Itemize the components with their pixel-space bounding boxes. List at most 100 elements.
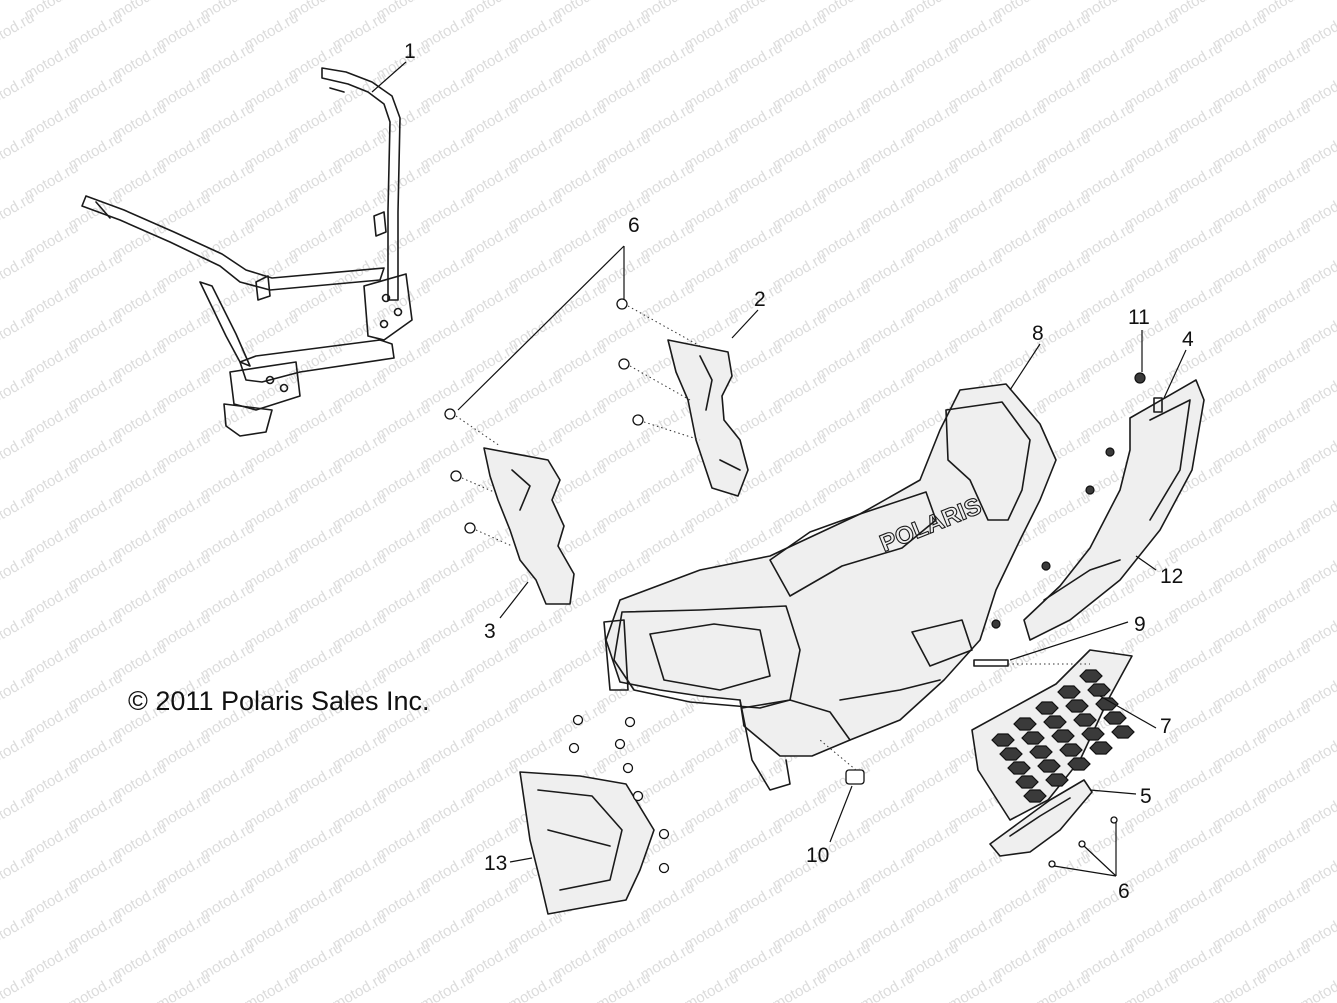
watermark-text: motod.ru — [0, 369, 37, 413]
callout-2: 2 — [754, 288, 766, 311]
grille-cell — [1081, 727, 1105, 741]
bolt-13f — [632, 790, 644, 802]
watermark-text: motod.ru — [154, 969, 214, 1003]
fasteners — [444, 298, 1163, 874]
watermark-text: motod.ru — [0, 669, 37, 713]
grille-cell — [999, 747, 1023, 761]
grille-cell — [1087, 683, 1111, 697]
grille-cell — [1021, 731, 1045, 745]
nut-a — [1105, 447, 1115, 457]
bolt-3a — [450, 470, 462, 482]
watermark-text: motod.ru — [0, 729, 37, 773]
grille-cell — [1037, 759, 1061, 773]
watermark-text: motod.ru — [0, 129, 37, 173]
grille-cell — [1043, 715, 1067, 729]
grille-cell — [1073, 713, 1097, 727]
callout-6-top: 6 — [628, 214, 640, 237]
nut-c — [1041, 561, 1051, 571]
bolt-9 — [973, 659, 1009, 667]
part-1-bumper-frame — [81, 67, 413, 437]
grille-cell — [1045, 773, 1069, 787]
watermark-text: motod.ru — [0, 309, 37, 353]
watermark-text: motod.ru — [770, 969, 830, 1003]
bolt-13g — [658, 828, 670, 840]
watermark-text: motod.ru — [858, 969, 918, 1003]
bolt-3b — [464, 522, 476, 534]
callout-9: 9 — [1134, 613, 1146, 636]
callout-3: 3 — [484, 620, 496, 643]
nut-b — [1085, 485, 1095, 495]
watermark-text: motod.ru — [0, 249, 37, 293]
watermark-text: motod.ru — [242, 969, 302, 1003]
watermark-text: motod.ru — [990, 999, 1050, 1003]
bolt-2b — [632, 414, 644, 426]
leader-lines — [371, 61, 1187, 877]
watermark-text: motod.ru — [1122, 969, 1182, 1003]
watermark-text: motod.ru — [330, 969, 390, 1003]
callout-4: 4 — [1182, 328, 1194, 351]
watermark-text: motod.ru — [462, 999, 522, 1003]
grille-cell — [1007, 761, 1031, 775]
grille-cell — [1051, 729, 1075, 743]
watermark-text: motod.ru — [1034, 969, 1094, 1003]
callout-10: 10 — [806, 844, 829, 867]
bolt-6 — [616, 298, 628, 310]
callout-7: 7 — [1160, 715, 1172, 738]
watermark-text: motod.ru — [550, 999, 610, 1003]
part-5-skid-plate — [989, 779, 1093, 857]
grille-cell — [1067, 757, 1091, 771]
part-13-lower-side-guard — [519, 771, 655, 915]
watermark-text: motod.ru — [506, 969, 566, 1003]
watermark-text: motod.ru — [0, 489, 37, 533]
screw-6a — [1110, 816, 1118, 824]
watermark-text: motod.ru — [110, 999, 170, 1003]
bolt-13e — [622, 762, 634, 774]
clip-4 — [1153, 397, 1163, 413]
nut-d — [991, 619, 1001, 629]
watermark-text: motod.ru — [726, 999, 786, 1003]
watermark-text: motod.ru — [0, 69, 37, 113]
watermark-text: motod.ru — [0, 849, 37, 893]
callout-labels: 1 2 3 4 5 6 6 7 8 9 10 11 12 13 — [404, 40, 1194, 903]
part-12-fender-panel — [1023, 379, 1205, 641]
callout-12: 12 — [1160, 565, 1183, 588]
grille-cell — [1029, 745, 1053, 759]
watermark-text: motod.ru — [198, 999, 258, 1003]
grille-cell — [1095, 697, 1119, 711]
part-3-guard-left — [483, 447, 575, 605]
watermark-text: motod.ru — [814, 999, 874, 1003]
watermark-text: motod.ru — [1298, 969, 1337, 1003]
watermark-text: motod.ru — [22, 999, 82, 1003]
watermark-text: motod.ru — [286, 999, 346, 1003]
watermark-text: motod.ru — [0, 789, 37, 833]
grille-cell — [1023, 789, 1047, 803]
watermark-text: motod.ru — [1210, 969, 1270, 1003]
grille-cell — [1065, 699, 1089, 713]
grille-cell — [1057, 685, 1081, 699]
grille-cell — [1015, 775, 1039, 789]
grille-cell — [1103, 711, 1127, 725]
grille-cell — [991, 733, 1015, 747]
callout-11: 11 — [1128, 306, 1150, 329]
screw-6c — [1048, 860, 1056, 868]
bolt-10 — [845, 769, 865, 785]
part-2-guard-right — [667, 339, 749, 497]
watermark-text: motod.ru — [1078, 999, 1138, 1003]
part-7-mesh-grille — [971, 649, 1135, 821]
watermark-text: motod.ru — [902, 999, 962, 1003]
watermark-text: motod.ru — [0, 9, 37, 53]
watermark-text: motod.ru — [0, 609, 37, 653]
callout-1: 1 — [404, 40, 416, 63]
grille-cell — [1013, 717, 1037, 731]
callout-13: 13 — [484, 852, 507, 875]
bolt-6-left — [444, 408, 456, 420]
bolt-13d — [614, 738, 626, 750]
screw-6b — [1078, 840, 1086, 848]
watermark-text: motod.ru — [1254, 999, 1314, 1003]
watermark-text: motod.ru — [594, 969, 654, 1003]
grille-mesh-cells — [991, 669, 1135, 803]
grille-cell — [1059, 743, 1083, 757]
grille-cell — [1079, 669, 1103, 683]
watermark-text: motod.ru — [66, 969, 126, 1003]
grille-cell — [1035, 701, 1059, 715]
